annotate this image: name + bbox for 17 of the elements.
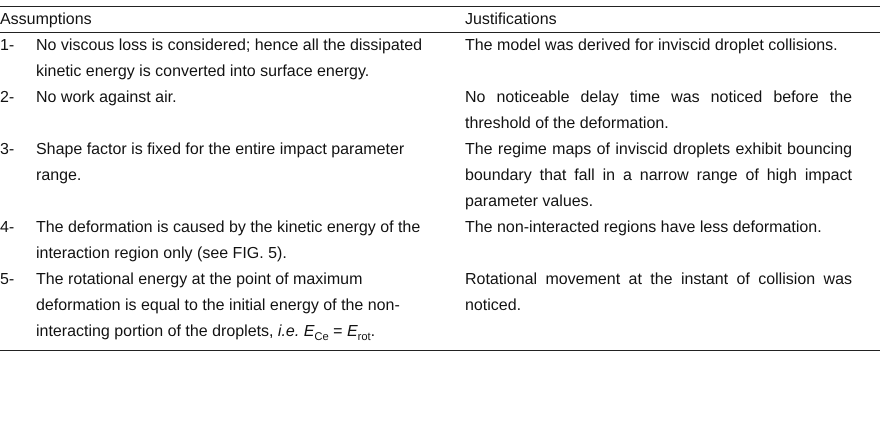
justification-text: Rotational movement at the instant of collision was noticed. <box>465 270 852 316</box>
assumption-text: The rotational energy at the point of maximum deformation is equal to the initial energy of the non-interacting portion of the droplets, i.e. E$_{Ce}$ = E$_{rot}$. <box>36 270 401 346</box>
justification-text: No noticeable delay time was noticed before the threshold of the deformation. <box>465 88 852 134</box>
assumption-text: No viscous loss is considered; hence all the dissipated kinetic energy is converted into surface energy. <box>36 36 423 82</box>
justification-text: The model was derived for inviscid droplet collisions. <box>465 36 839 56</box>
row-number: 2- <box>0 88 16 108</box>
row-number: 3- <box>0 140 16 160</box>
row-number: 4- <box>0 218 16 238</box>
column-header: Justifications <box>465 10 558 30</box>
assumption-text: No work against air. <box>36 88 178 108</box>
column-header: Assumptions <box>0 10 93 30</box>
assumption-text: Shape factor is fixed for the entire impact parameter range. <box>36 140 406 186</box>
row-number: 5- <box>0 270 16 290</box>
assumption-text: The deformation is caused by the kinetic energy of the interaction region only (see FIG. 5). <box>36 218 422 264</box>
row-number: 1- <box>0 36 16 56</box>
justification-text: The non-interacted regions have less deformation. <box>465 218 823 238</box>
justification-text: The regime maps of inviscid droplets exhibit bouncing boundary that fall in a narrow range of high impact parameter values. <box>465 140 852 212</box>
